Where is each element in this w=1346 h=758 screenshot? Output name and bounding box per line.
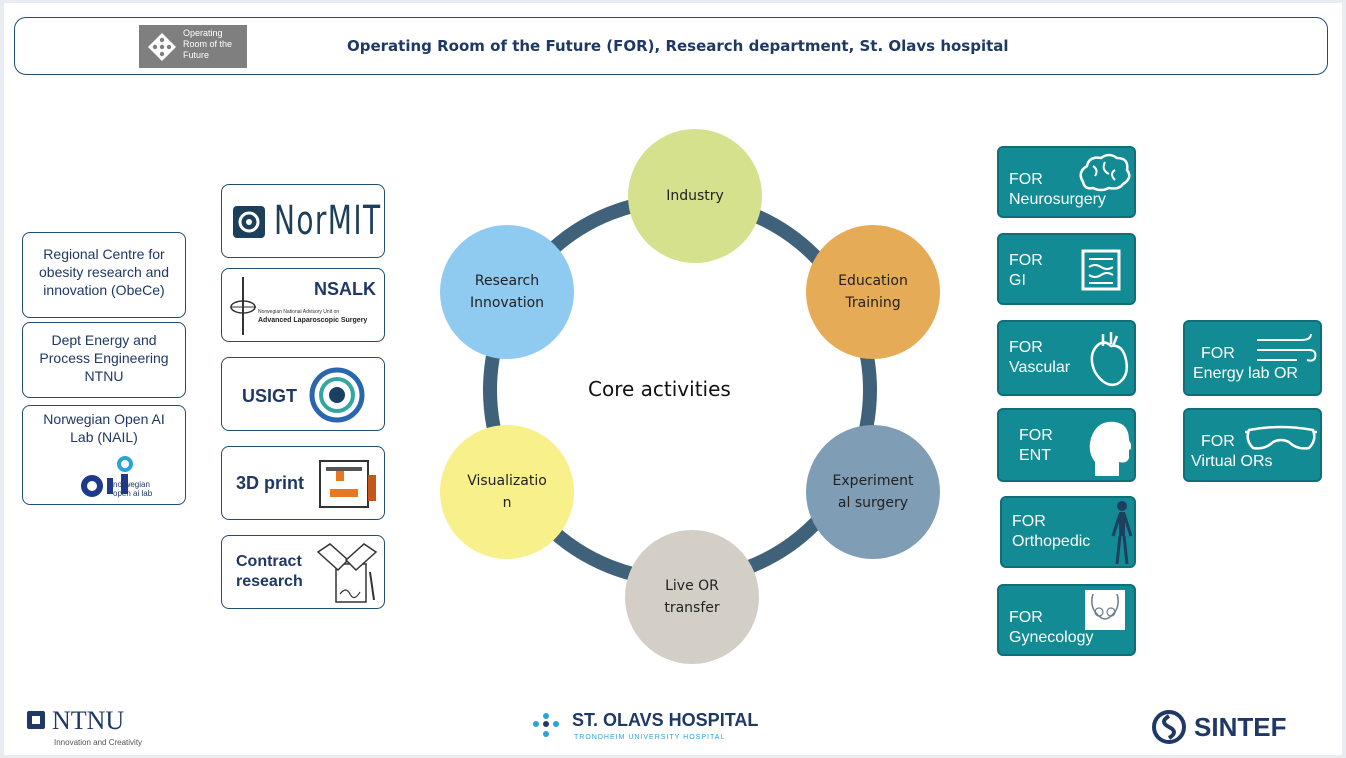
- intestine-icon: [1081, 249, 1121, 291]
- for-virtual-ors-box: FOR Virtual ORs: [1183, 408, 1322, 482]
- for-ent-line1: FOR: [1019, 427, 1053, 444]
- education-label: Education Training: [838, 273, 908, 311]
- ntnu-label: NTNU: [52, 706, 125, 735]
- research-innovation-node: Research Innovation: [440, 225, 574, 359]
- contract-research-box: Contract research: [221, 535, 385, 609]
- obece-box: Regional Centre for obesity research and…: [22, 232, 186, 318]
- 3d-printer-icon: [319, 460, 376, 508]
- core-activities-label: Core activities: [588, 377, 731, 401]
- nail-logo: norwegian open ai lab: [51, 456, 171, 500]
- for-energy-lab-box: FOR Energy lab OR: [1183, 320, 1322, 396]
- 3d-print-label: 3D print: [236, 473, 305, 493]
- normit-logo-icon: [233, 206, 265, 238]
- for-gi-box: FOR GI: [997, 233, 1136, 305]
- header-banner: Operating Room of the Future Operating R…: [14, 17, 1328, 75]
- pelvis-icon: [1085, 590, 1125, 630]
- for-gynecology-box: FOR Gynecology: [997, 584, 1136, 656]
- for-virtual-ors-line2: Virtual ORs: [1191, 453, 1273, 470]
- experimental-surgery-node: Experiment al surgery: [806, 425, 940, 559]
- education-node: Education Training: [806, 225, 940, 359]
- st-olavs-dots-icon: [533, 713, 559, 737]
- 3d-print-box: 3D print: [221, 446, 385, 520]
- brain-icon: [1079, 153, 1131, 192]
- laparoscope-icon: [230, 277, 256, 335]
- vr-goggles-icon: [1245, 425, 1317, 450]
- ntnu-tagline: Innovation and Creativity: [54, 738, 143, 747]
- for-orthopedic-box: FOR Orthopedic: [1000, 496, 1136, 568]
- handshake-contract-icon: [316, 543, 378, 603]
- usigt-label: USIGT: [242, 386, 298, 406]
- for-ent-line2: ENT: [1019, 447, 1051, 464]
- wind-icon: [1257, 333, 1317, 362]
- for-gynecology-line2: Gynecology: [1009, 629, 1094, 646]
- for-gi-line1: FOR: [1009, 252, 1043, 269]
- contract-research-label: Contract research: [236, 553, 303, 590]
- st-olavs-label: ST. OLAVS HOSPITAL: [572, 710, 759, 730]
- for-neurosurgery-line1: FOR: [1009, 171, 1043, 188]
- visualization-node: Visualizatio n: [440, 425, 574, 559]
- sintef-label: SINTEF: [1194, 712, 1287, 742]
- for-energy-lab-line2: Energy lab OR: [1193, 365, 1298, 382]
- energy-dept-box: Dept Energy and Process Engineering NTNU: [22, 322, 186, 398]
- nsalk-sub: Norwegian National Advisory Unit on: [258, 309, 340, 315]
- sintef-swirl-icon: [1152, 710, 1186, 744]
- live-or-label: Live OR transfer: [664, 578, 720, 616]
- for-gynecology-line1: FOR: [1009, 609, 1043, 626]
- ntnu-logo: NTNU Innovation and Creativity: [26, 706, 186, 750]
- heart-icon: [1090, 332, 1128, 386]
- industry-label: Industry: [666, 188, 724, 204]
- live-or-node: Live OR transfer: [625, 530, 759, 664]
- sintef-logo: SINTEF: [1152, 708, 1332, 750]
- visualization-label: Visualizatio n: [467, 473, 547, 511]
- for-virtual-ors-line1: FOR: [1201, 433, 1235, 450]
- nsalk-sub2: Advanced Laparoscopic Surgery: [258, 317, 368, 324]
- nail-logo-mark-icon: [81, 456, 133, 497]
- nail-box: Norwegian Open AI Lab (NAIL) norwegian o…: [22, 405, 186, 505]
- energy-dept-label: Dept Energy and Process Engineering NTNU: [39, 332, 169, 384]
- for-orthopedic-line1: FOR: [1012, 513, 1046, 530]
- for-neurosurgery-line2: Neurosurgery: [1009, 191, 1106, 208]
- for-ent-box: FOR ENT: [997, 408, 1136, 482]
- st-olavs-sub: TRONDHEIM UNIVERSITY HOSPITAL: [574, 734, 726, 741]
- research-innovation-label: Research Innovation: [469, 273, 545, 311]
- for-vascular-box: FOR Vascular: [997, 320, 1136, 396]
- obece-label: Regional Centre for obesity research and…: [39, 246, 169, 298]
- for-orthopedic-line2: Orthopedic: [1012, 533, 1091, 550]
- nsalk-box: NSALK Norwegian National Advisory Unit o…: [221, 268, 385, 342]
- for-neurosurgery-box: FOR Neurosurgery: [997, 146, 1136, 218]
- diamond-dots-icon: [148, 33, 176, 61]
- nail-logo-text: norwegian open ai lab: [113, 480, 153, 498]
- for-gi-line2: GI: [1009, 272, 1026, 289]
- ntnu-square-icon: [27, 711, 45, 729]
- nsalk-title: NSALK: [314, 279, 376, 299]
- for-energy-lab-line1: FOR: [1201, 345, 1235, 362]
- head-icon: [1089, 421, 1131, 476]
- normit-box: NorMIT: [221, 184, 385, 258]
- nail-label: Norwegian Open AI Lab (NAIL): [43, 411, 165, 445]
- normit-label: NorMIT: [274, 198, 382, 244]
- usigt-box: USIGT: [221, 357, 385, 431]
- industry-node: Industry: [628, 129, 762, 263]
- page-title: Operating Room of the Future (FOR), Rese…: [347, 37, 1009, 55]
- for-logo-text: Operating Room of the Future: [183, 28, 233, 60]
- experimental-surgery-label: Experiment al surgery: [832, 473, 914, 511]
- for-logo: Operating Room of the Future: [139, 25, 247, 68]
- for-vascular-line1: FOR: [1009, 339, 1043, 356]
- skeleton-icon: [1111, 501, 1133, 565]
- for-vascular-line2: Vascular: [1009, 359, 1071, 376]
- usigt-logo-icon: [309, 367, 365, 423]
- st-olavs-logo: ST. OLAVS HOSPITAL TRONDHEIM UNIVERSITY …: [530, 710, 800, 750]
